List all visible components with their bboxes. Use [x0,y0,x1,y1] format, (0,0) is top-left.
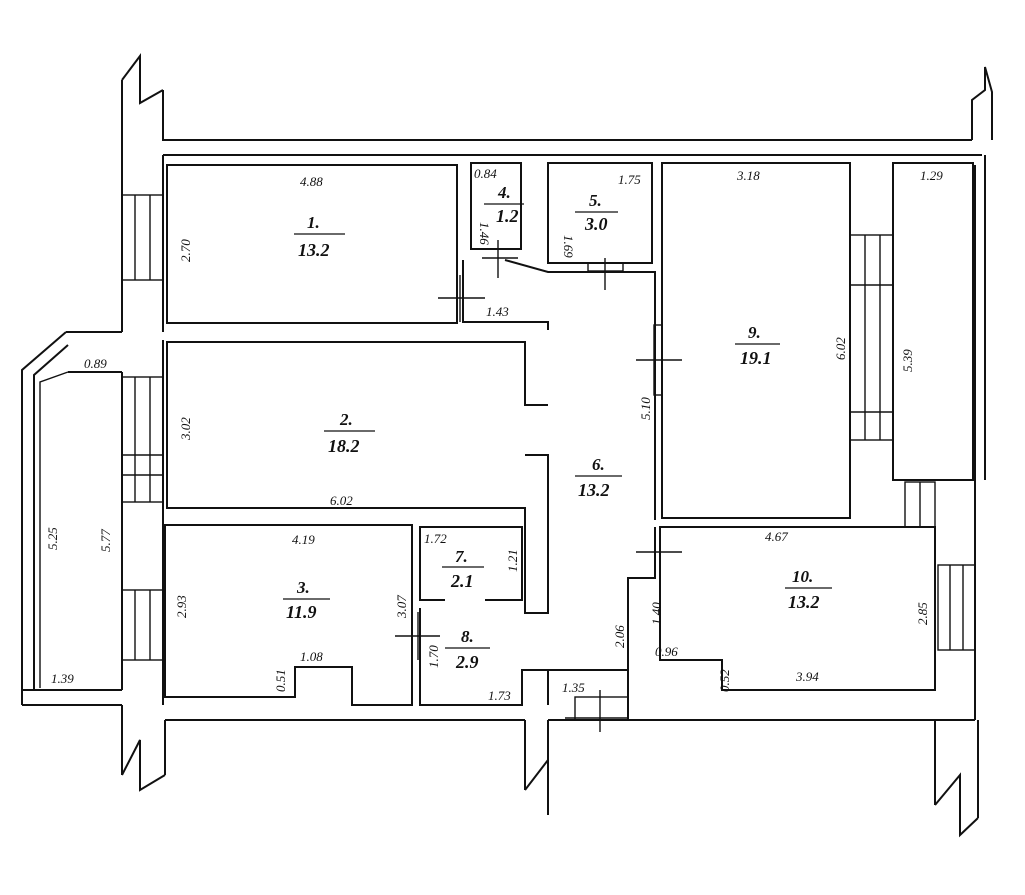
dim-loggia-inner: 5.77 [98,529,113,552]
room-4-label: 4. 1.2 [484,183,524,226]
room-5-number: 5. [589,191,602,210]
room-10-area: 13.2 [788,592,820,612]
room-8-label: 8. 2.9 [445,627,490,672]
room-1-area: 13.2 [298,240,330,260]
dim-loggia-top: 0.89 [84,356,107,371]
dim-r3-height: 2.93 [174,595,189,618]
dim-r10-left: 1.40 [649,602,664,625]
room-7-area: 2.1 [450,571,474,591]
dim-r8-width: 1.73 [488,688,511,703]
dim-r3-notch-height: 0.51 [273,669,288,692]
dim-r5-height: 1.69 [561,235,576,258]
dim-r5-width: 1.75 [618,172,641,187]
dim-r3-notch-width: 1.08 [300,649,323,664]
room-9-number: 9. [748,323,761,342]
dim-r7-height: 1.21 [505,549,520,572]
dim-entry-width: 1.35 [562,680,585,695]
room-5-area: 3.0 [584,214,608,234]
room-9 [661,162,851,519]
room-8-area: 2.9 [455,652,479,672]
room-4-number: 4. [497,183,511,202]
room-9-area: 19.1 [740,348,772,368]
room-3-number: 3. [296,578,310,597]
dim-r9-width: 3.18 [736,168,760,183]
dim-r10-height: 2.85 [915,602,930,625]
room-8-number: 8. [461,627,474,646]
dim-hall-length: 5.10 [638,397,653,420]
room-1-label: 1. 13.2 [294,213,345,260]
room-1-number: 1. [307,213,320,232]
room-3 [164,524,413,706]
room-2-label: 2. 18.2 [324,410,375,456]
room-2-area: 18.2 [328,436,360,456]
room-3-area: 11.9 [286,602,317,622]
dim-r1-width: 4.88 [300,174,323,189]
dim-r2-width: 6.02 [330,493,353,508]
room-10 [659,526,936,691]
dim-hall-width: 1.43 [486,304,509,319]
room-8 [419,608,549,706]
room-5-label: 5. 3.0 [575,191,618,234]
room-6-area: 13.2 [578,480,610,500]
dim-r10-width: 4.67 [765,529,788,544]
balcony [892,162,974,481]
dim-loggia-outer: 5.25 [45,527,60,550]
room-2-number: 2. [339,410,353,429]
room-10-label: 10. 13.2 [785,567,832,612]
dim-r4-width: 0.84 [474,166,497,181]
doors [395,240,682,732]
room-4 [470,162,522,250]
room-10-number: 10. [792,567,813,586]
dim-r3-right: 3.07 [394,595,409,619]
dim-r9-height: 6.02 [833,337,848,360]
room-5 [547,162,653,264]
dim-r8-height: 1.70 [426,645,441,668]
room-6-label: 6. 13.2 [575,455,622,500]
dim-r10-notch-width: 0.96 [655,644,678,659]
room-1 [166,164,458,324]
room-2 [166,341,549,614]
room-labels: 1. 13.2 2. 18.2 3. 11.9 4. 1.2 5. 3.0 6.… [283,183,832,672]
dim-balcony-width: 1.29 [920,168,943,183]
dim-r10-notch-height: 0.52 [717,669,732,692]
dim-r10-bottom: 3.94 [795,669,819,684]
room-3-label: 3. 11.9 [283,578,330,622]
dim-entry-height: 2.06 [612,625,627,648]
dim-balcony-height: 5.39 [900,349,915,372]
room-7-label: 7. 2.1 [442,547,484,591]
room-7-number: 7. [455,547,468,566]
dim-r3-width: 4.19 [292,532,315,547]
dimension-labels: 4.88 2.70 3.02 6.02 4.19 2.93 3.07 1.08 … [45,166,943,703]
room-4-area: 1.2 [496,206,519,226]
dim-r7-width: 1.72 [424,531,447,546]
room-9-label: 9. 19.1 [735,323,780,368]
dim-r2-height: 3.02 [178,417,193,441]
dim-r4-height: 1.46 [477,222,492,245]
dim-r1-height: 2.70 [178,239,193,262]
room-7 [419,526,523,601]
dim-loggia-bottom: 1.39 [51,671,74,686]
room-6-number: 6. [592,455,605,474]
